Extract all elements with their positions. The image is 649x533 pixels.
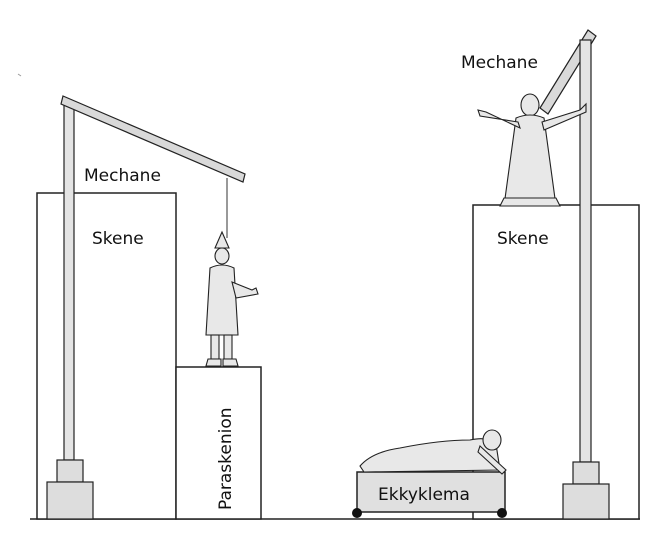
mechane-right-crane xyxy=(539,29,610,520)
mechane-right-label: Mechane xyxy=(461,53,538,73)
crane-right-base xyxy=(562,483,610,520)
ekkyklema-label: Ekkyklema xyxy=(378,485,470,505)
crane-right-base-top xyxy=(572,461,600,485)
mechane-left-crane xyxy=(46,95,246,520)
ekkyklema-wheel-left-icon xyxy=(352,508,362,518)
crane-right-pole xyxy=(579,39,592,463)
paraskenion-platform xyxy=(175,366,262,520)
crane-left-base-top xyxy=(56,459,84,483)
actor-figure-icon xyxy=(205,230,259,367)
mechane-left-label: Mechane xyxy=(84,166,161,186)
ekkyklema-wheel-right-icon xyxy=(497,508,507,518)
stray-mark xyxy=(17,73,22,77)
reclining-figure-icon xyxy=(359,429,507,475)
ekkyklema-platform xyxy=(356,471,506,513)
crane-left-base xyxy=(46,481,94,520)
deity-figure-icon xyxy=(477,93,587,207)
crane-left-beam-icon xyxy=(60,95,246,183)
skene-right-label: Skene xyxy=(497,229,549,249)
paraskenion-label: Paraskenion xyxy=(216,407,236,510)
skene-left-label: Skene xyxy=(92,229,144,249)
crane-left-pole xyxy=(63,101,75,461)
